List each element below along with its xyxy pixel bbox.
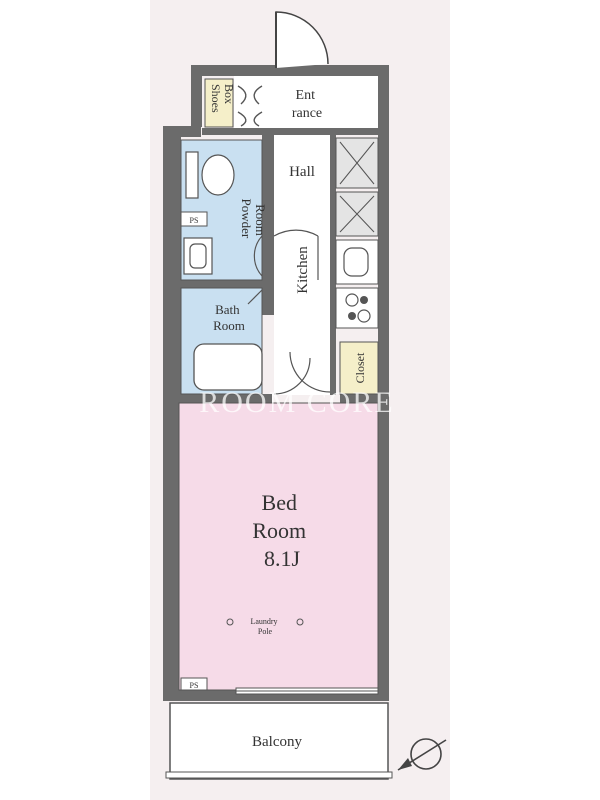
laundry-pole-hook-right [296, 618, 304, 626]
north-compass-icon [397, 738, 447, 771]
ps-box-2 [180, 677, 208, 691]
outer-walls [163, 65, 389, 701]
bathtub-icon [193, 343, 263, 391]
washbasin-icon [183, 237, 213, 275]
entrance-label: Ent rance [292, 88, 322, 121]
kitchen-door [273, 229, 319, 237]
hall-label: Hall [289, 164, 315, 180]
bath-room-label: Bath Room [213, 302, 245, 333]
kitchen-label: Kitchen [295, 246, 311, 294]
powder-room-door [253, 235, 263, 277]
balcony-label: Balcony [252, 734, 302, 750]
bedroom-door [273, 357, 311, 395]
right-column-fixtures [335, 137, 379, 395]
closet-label: Closet [353, 352, 367, 383]
laundry-pole-label: Laundry Pole [250, 617, 279, 636]
entrance-floor [234, 76, 378, 128]
powder-room-label: Powder Room [239, 199, 268, 242]
shoes-box-label: Shoes Box [209, 84, 236, 116]
balcony-window [235, 687, 379, 695]
bath-door [247, 289, 263, 305]
ps-label-2: PS [190, 681, 199, 690]
bedroom-label: Bed Room 8.1J [252, 490, 311, 571]
entrance-closet-door [237, 85, 263, 127]
ps-label-1: PS [190, 216, 199, 225]
hall-floor [274, 135, 330, 395]
toilet-icon [185, 151, 235, 199]
shoes-box [204, 78, 234, 128]
balcony-rail [165, 771, 393, 779]
laundry-pole-hook-left [226, 618, 234, 626]
ps-box-1 [180, 211, 208, 227]
balcony-floor [169, 702, 389, 780]
watermark: ROOM CORE [199, 386, 395, 419]
bedroom-floor [178, 402, 379, 691]
entrance-door [275, 11, 329, 68]
